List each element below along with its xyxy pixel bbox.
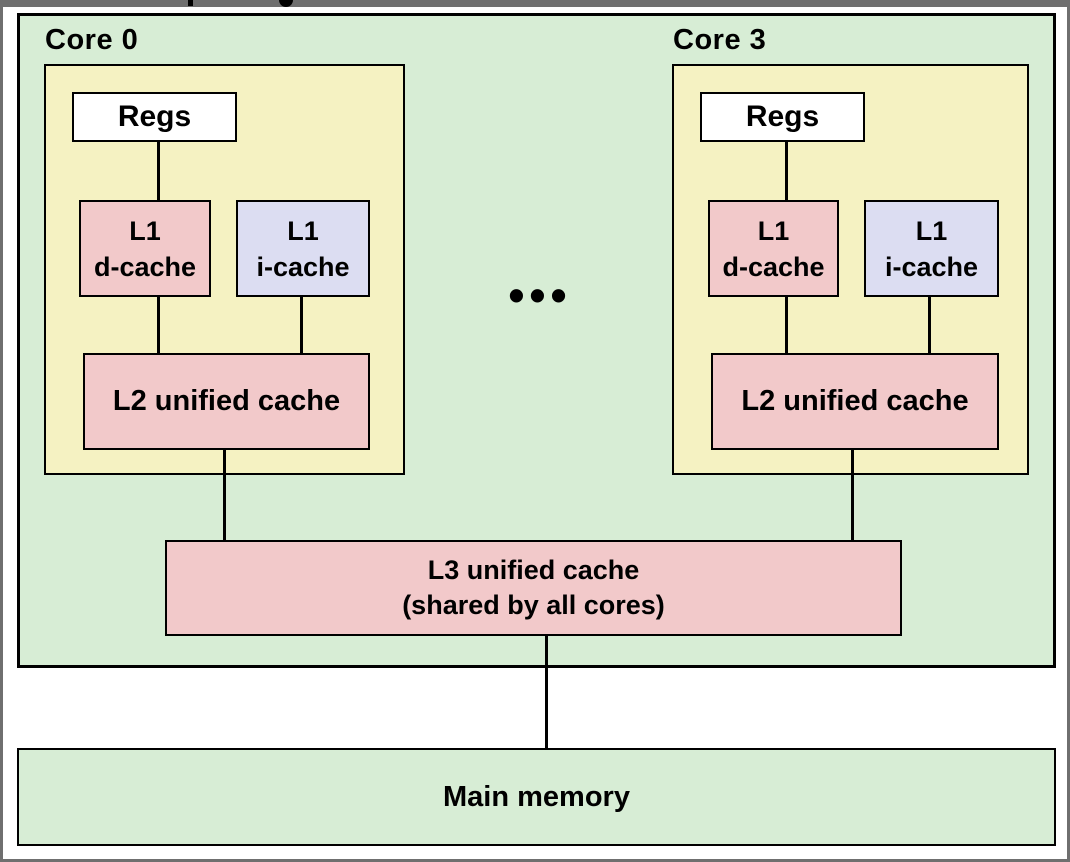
core-0-regs-box: Regs bbox=[72, 92, 237, 142]
core-3-l2-label: L2 unified cache bbox=[741, 385, 969, 417]
connector-core3-l2-l3 bbox=[851, 450, 854, 542]
core-3-l1-icache-box: L1 i-cache bbox=[864, 200, 999, 297]
connector-core0-regs-l1d bbox=[157, 142, 160, 202]
l1-dcache-label-line2: d-cache bbox=[722, 251, 825, 282]
l1-dcache-label-line2: d-cache bbox=[93, 251, 197, 282]
core-3-label: Core 3 bbox=[673, 24, 767, 56]
cropped-text-remnant bbox=[279, 0, 293, 7]
cropped-text-remnant bbox=[188, 0, 193, 6]
connector-core0-l1i-l2 bbox=[300, 297, 303, 355]
l1-icache-label-line1: L1 bbox=[287, 215, 319, 246]
core-3-regs-label: Regs bbox=[745, 100, 820, 133]
core-0-regs-label: Regs bbox=[117, 100, 192, 133]
frame-border-bottom bbox=[0, 859, 1070, 862]
l3-label-line2: (shared by all cores) bbox=[402, 590, 665, 620]
l1-dcache-label-line1: L1 bbox=[129, 215, 161, 246]
connector-core3-l1i-l2 bbox=[928, 297, 931, 355]
l1-icache-label-line2: i-cache bbox=[884, 251, 979, 282]
core-0-label: Core 0 bbox=[45, 24, 139, 56]
main-memory-box: Main memory bbox=[17, 748, 1056, 846]
core-0-l2-label: L2 unified cache bbox=[112, 385, 341, 417]
connector-core3-regs-l1d bbox=[785, 142, 788, 202]
l1-icache-label-line1: L1 bbox=[915, 215, 948, 246]
cropped-top-edge bbox=[0, 0, 1070, 7]
frame-border-left bbox=[0, 0, 3, 862]
core-0-l2-cache-box: L2 unified cache bbox=[83, 353, 370, 450]
l1-dcache-label-line1: L1 bbox=[757, 215, 790, 246]
core-3-l2-cache-box: L2 unified cache bbox=[711, 353, 999, 450]
l3-cache-box: L3 unified cache (shared by all cores) bbox=[165, 540, 902, 636]
core-3-regs-box: Regs bbox=[700, 92, 865, 142]
l1-icache-label-line2: i-cache bbox=[256, 251, 350, 282]
l3-label-line1: L3 unified cache bbox=[427, 555, 640, 585]
main-memory-label: Main memory bbox=[443, 780, 630, 813]
cores-ellipsis: ••• bbox=[508, 269, 572, 321]
core-0-l1-icache-box: L1 i-cache bbox=[236, 200, 370, 297]
connector-core0-l1d-l2 bbox=[157, 297, 160, 355]
connector-core0-l2-l3 bbox=[223, 450, 226, 542]
core-0-l1-dcache-box: L1 d-cache bbox=[79, 200, 211, 297]
frame-border-right bbox=[1067, 0, 1070, 862]
connector-core3-l1d-l2 bbox=[785, 297, 788, 355]
connector-l3-main-memory bbox=[545, 636, 548, 748]
core-3-l1-dcache-box: L1 d-cache bbox=[708, 200, 839, 297]
